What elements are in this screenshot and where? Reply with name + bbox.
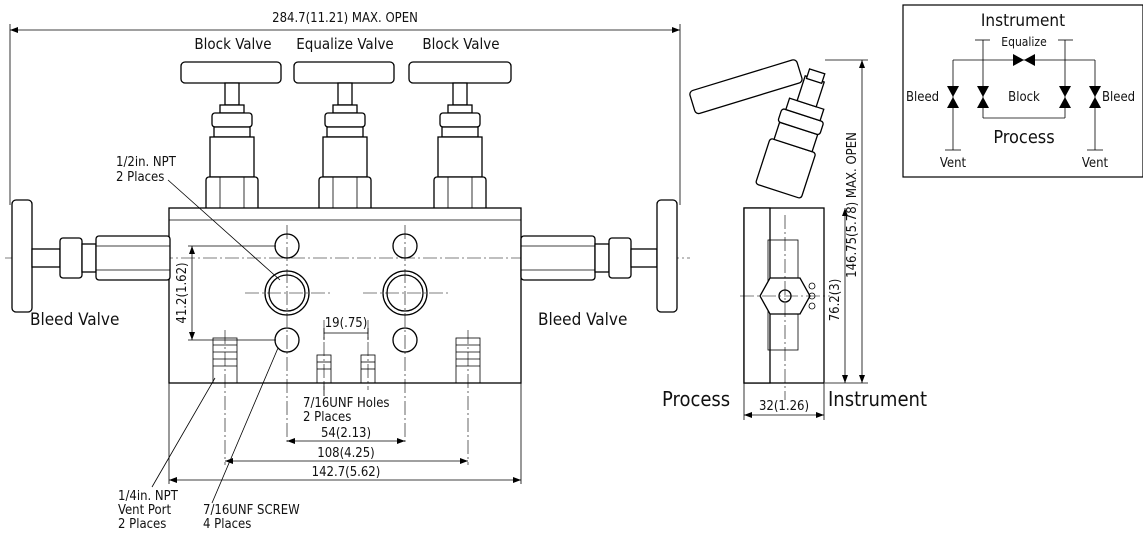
- npt-half-label: 1/2in. NPT: [116, 155, 177, 170]
- handle-equalize: [293, 61, 395, 106]
- schematic-vent-left: Vent: [940, 156, 967, 171]
- bleed-valve-right: [520, 199, 678, 313]
- schematic-diagram: Instrument Equalize Bleed Block: [902, 4, 1143, 178]
- spacing-19-label: 19(.75): [325, 316, 368, 331]
- schematic-bleed-right: Bleed: [1102, 90, 1135, 105]
- schematic-process: Process: [993, 127, 1054, 148]
- bonnet-block-left: [205, 104, 259, 216]
- bonnet-block-right: [433, 104, 487, 216]
- height-dim-label: 41.2(1.62): [175, 262, 190, 323]
- front-view: 284.7(11.21) MAX. OPEN Block Valve Equal…: [5, 11, 690, 532]
- side-height-label: 146.75(5.78) MAX. OPEN: [845, 132, 860, 278]
- npt-quarter-label: 1/4in. NPT: [118, 489, 179, 504]
- block-valve-right-label: Block Valve: [422, 35, 499, 53]
- instrument-label: Instrument: [828, 387, 927, 411]
- dim-142-label: 142.7(5.62): [312, 465, 381, 480]
- schematic-title: Instrument: [981, 11, 1065, 31]
- unf-holes-label: 7/16UNF Holes: [303, 396, 390, 411]
- unf-holes-places: 2 Places: [303, 410, 351, 425]
- bonnet-equalize: [318, 104, 372, 216]
- unf-screw-label: 7/16UNF SCREW: [203, 503, 300, 518]
- schematic-equalize: Equalize: [1001, 35, 1047, 49]
- side-view: 146.75(5.78) MAX. OPEN 76.2(3) 32(1.26) …: [662, 59, 927, 420]
- handle-block-right: [408, 61, 512, 106]
- schematic-vent-right: Vent: [1082, 156, 1109, 171]
- equalize-valve-label: Equalize Valve: [296, 35, 393, 53]
- handle-block-left: [180, 61, 282, 106]
- side-dim-76-label: 76.2(3): [828, 279, 843, 322]
- npt-quarter-places: 2 Places: [118, 517, 166, 532]
- dim-54-label: 54(2.13): [321, 426, 371, 441]
- unf-screw-places: 4 Places: [203, 517, 251, 532]
- block-valve-left-label: Block Valve: [194, 35, 271, 53]
- dim-108-label: 108(4.25): [317, 446, 374, 461]
- side-dim-32-label: 32(1.26): [759, 399, 809, 414]
- bleed-valve-left: [11, 199, 171, 313]
- overall-width-label: 284.7(11.21) MAX. OPEN: [272, 11, 418, 26]
- npt-quarter-vent: Vent Port: [118, 503, 171, 518]
- schematic-bleed-left: Bleed: [906, 90, 939, 105]
- process-label: Process: [662, 387, 730, 411]
- bleed-valve-right-label: Bleed Valve: [538, 310, 627, 330]
- npt-half-places: 2 Places: [116, 170, 164, 185]
- manifold-body: [168, 207, 522, 384]
- bleed-valve-left-label: Bleed Valve: [30, 310, 119, 330]
- port-holes: [245, 225, 448, 445]
- schematic-block: Block: [1008, 90, 1040, 105]
